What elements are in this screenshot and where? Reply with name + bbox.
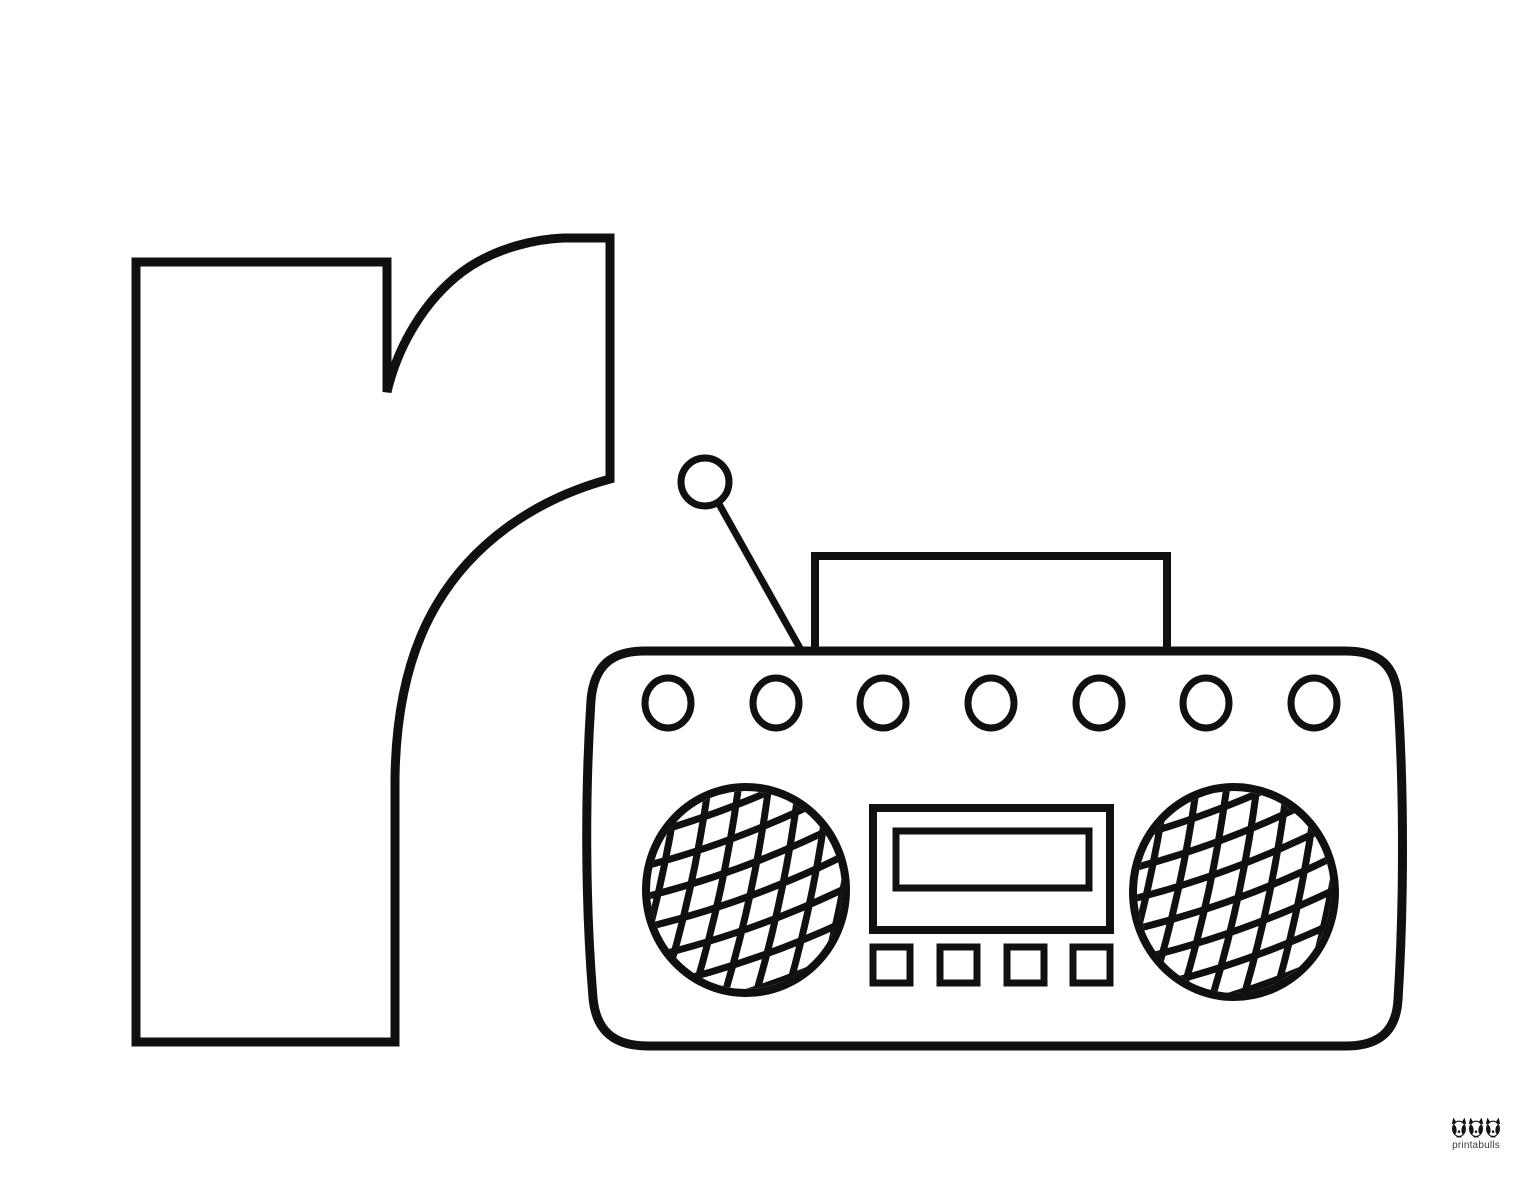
knob	[856, 674, 910, 732]
knob	[1072, 674, 1126, 732]
button-row	[869, 943, 1114, 987]
brand-logo: printabulls	[1440, 1116, 1512, 1151]
bulldog-trio-icon	[1440, 1116, 1512, 1140]
knob	[964, 674, 1018, 732]
brand-logo-text: printabulls	[1452, 1140, 1500, 1151]
right-speaker	[1129, 783, 1339, 1001]
boombox-handle	[811, 552, 1171, 652]
bulldog-icon	[1468, 1117, 1484, 1138]
boombox	[582, 454, 1407, 1051]
deck-button	[1069, 943, 1114, 987]
antenna-rod	[715, 502, 805, 652]
antenna-tip-icon	[677, 454, 733, 510]
bulldog-icon	[1485, 1117, 1501, 1138]
letter-r-outline	[131, 233, 615, 1047]
deck-button	[869, 943, 914, 987]
bulldog-icon	[1451, 1117, 1467, 1138]
knob	[1287, 674, 1341, 732]
deck-button	[1003, 943, 1048, 987]
knob	[641, 674, 695, 732]
cassette-deck	[869, 804, 1114, 934]
deck-button	[936, 943, 981, 987]
left-speaker	[642, 783, 850, 997]
knob	[1179, 674, 1233, 732]
knob	[749, 674, 803, 732]
knob-row	[641, 674, 1341, 732]
cassette-window	[892, 827, 1093, 892]
